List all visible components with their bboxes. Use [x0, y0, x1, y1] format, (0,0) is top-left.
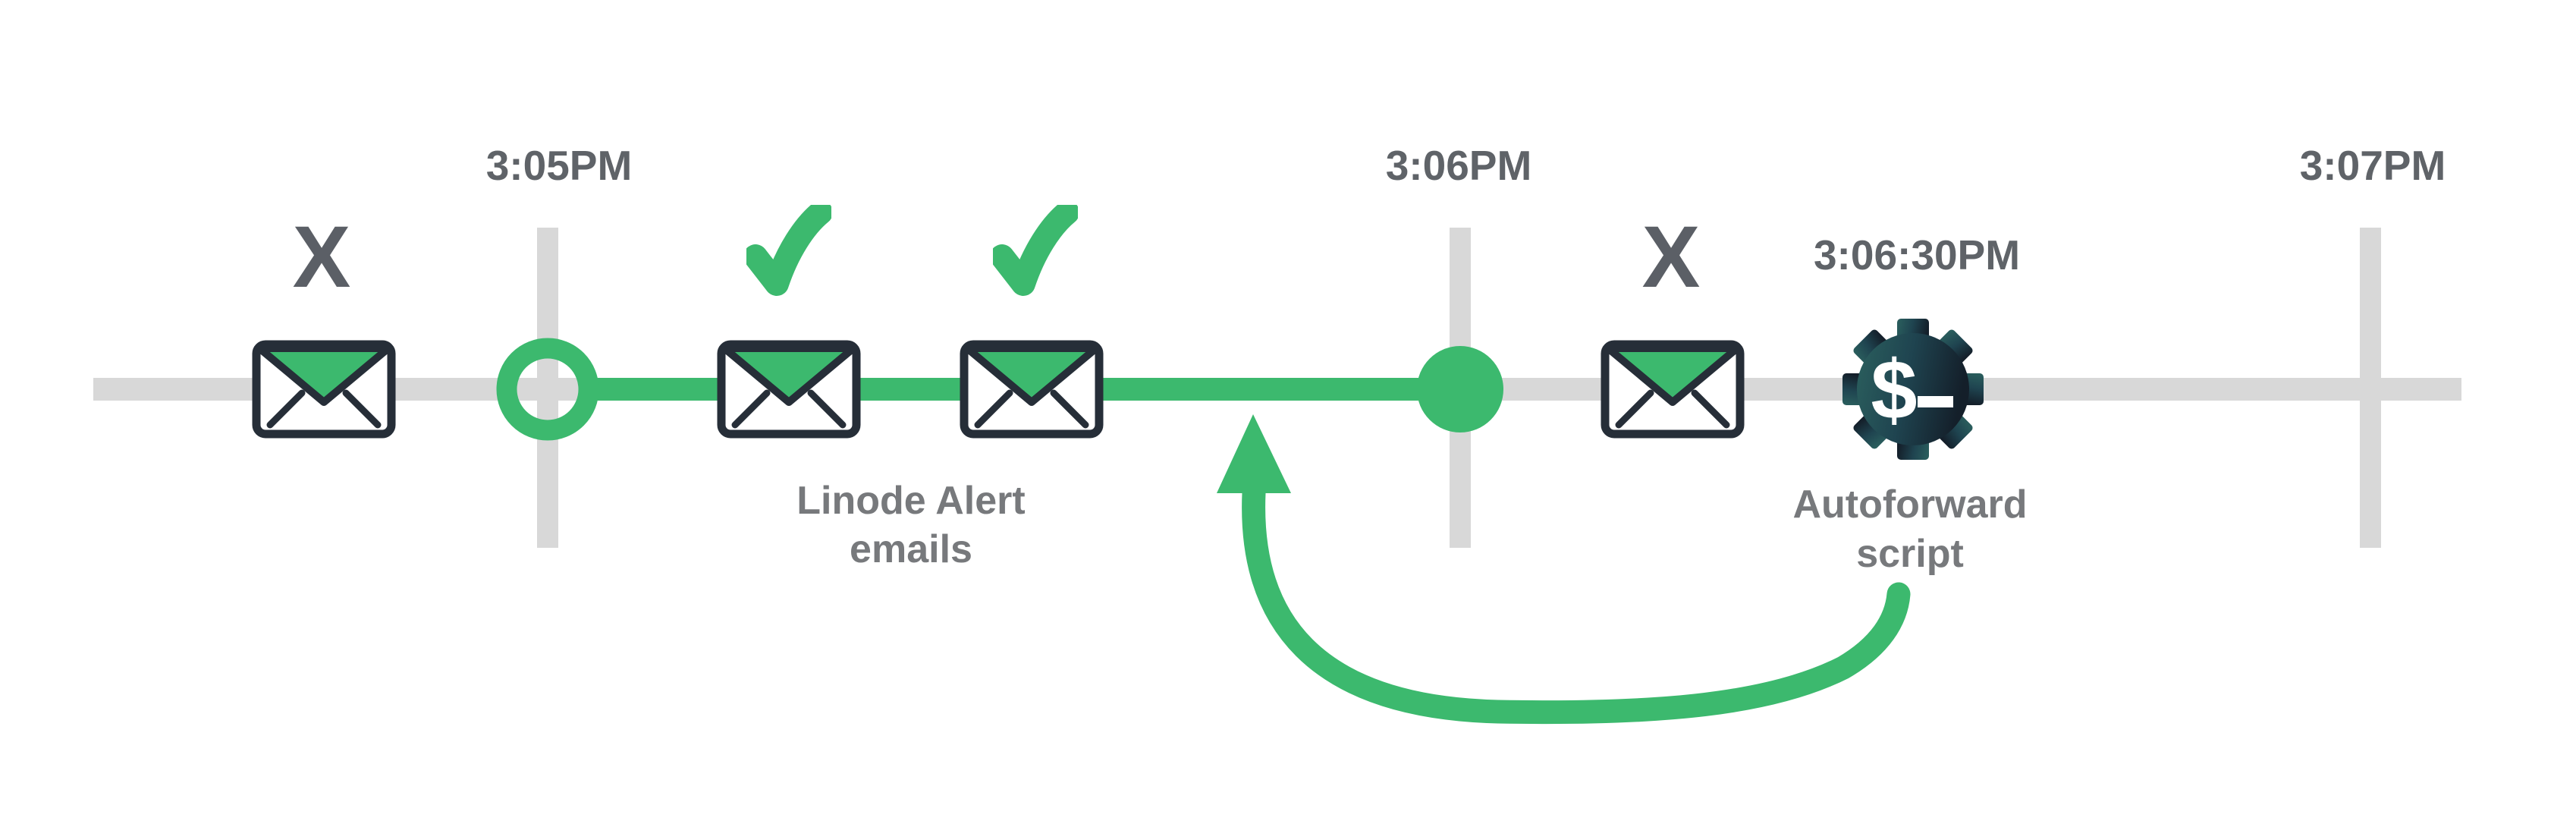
time-label-3-06pm: 3:06PM	[1385, 142, 1532, 189]
checkmark-icon-2	[993, 205, 1078, 296]
envelope-icon-delivered-2	[960, 340, 1104, 439]
prompt-underscore	[1918, 396, 1953, 407]
caption-line: Linode Alert	[796, 479, 1026, 523]
envelope-icon-missed-1	[252, 340, 396, 439]
caption-line: Autoforward	[1792, 483, 2028, 527]
gear-terminal-icon: $	[1842, 319, 1984, 460]
caption-line: script	[1856, 532, 1964, 576]
envelope-icon-delivered-1	[717, 340, 861, 439]
time-label-3-06-30pm: 3:06:30PM	[1813, 231, 2021, 278]
dollar-prompt-symbol: $	[1871, 344, 1917, 437]
filled-circle-marker	[1417, 346, 1503, 432]
x-mark-icon-2: X	[1641, 209, 1701, 306]
x-mark-icon-1: X	[292, 209, 351, 306]
time-label-3-05pm: 3:05PM	[485, 142, 633, 189]
caption-autoforward-script: Autoforward script	[1792, 480, 2027, 579]
arrow-head	[1217, 414, 1291, 493]
caption-linode-alert-emails: Linode Alert emails	[796, 476, 1025, 574]
tick-3-07pm	[2360, 228, 2381, 548]
open-circle-marker	[496, 338, 599, 441]
checkmark-icon-1	[746, 205, 831, 296]
caption-line: emails	[850, 527, 972, 571]
time-label-3-07pm: 3:07PM	[2299, 142, 2446, 189]
tick-3-05pm	[537, 228, 558, 548]
envelope-icon-missed-2	[1601, 340, 1745, 439]
